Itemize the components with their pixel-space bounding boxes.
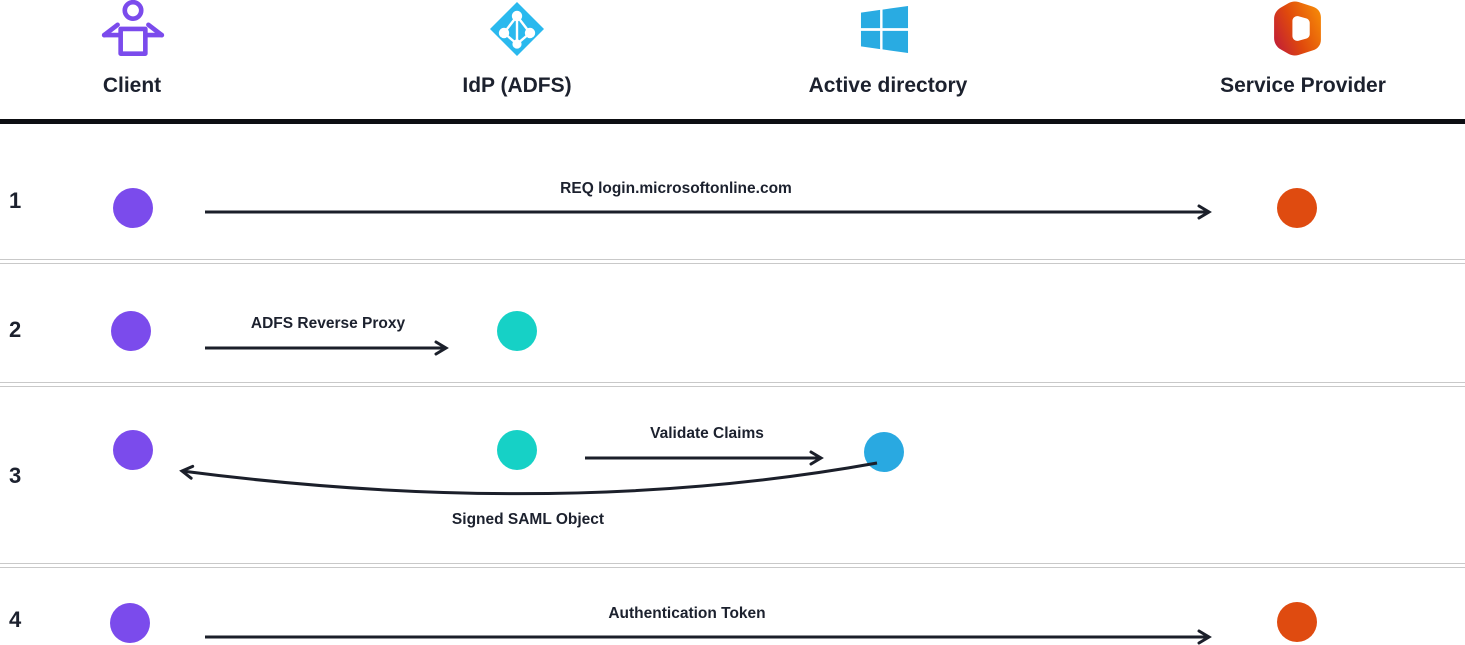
active-directory-node-row3 bbox=[864, 432, 904, 472]
idp-node-row3 bbox=[497, 430, 537, 470]
azure-ad-icon bbox=[490, 2, 544, 56]
row-separator bbox=[0, 259, 1465, 264]
client-node-row4 bbox=[110, 603, 150, 643]
lane-label-active-directory: Active directory bbox=[808, 74, 968, 97]
row-separator bbox=[0, 382, 1465, 387]
client-node-row3 bbox=[113, 430, 153, 470]
idp-node-row2 bbox=[497, 311, 537, 351]
lane-label-service-provider: Service Provider bbox=[1220, 74, 1386, 97]
message-label-req-login: REQ login.microsoftonline.com bbox=[560, 180, 792, 197]
step-number-4: 4 bbox=[9, 607, 22, 632]
row-separator bbox=[0, 563, 1465, 568]
lane-label-idp-adfs: IdP (ADFS) bbox=[462, 74, 572, 97]
client-node-row1 bbox=[113, 188, 153, 228]
message-label-authentication-token: Authentication Token bbox=[608, 605, 766, 622]
header-divider-rule bbox=[0, 119, 1465, 124]
client-node-row2 bbox=[111, 311, 151, 351]
message-label-signed-saml-object: Signed SAML Object bbox=[451, 511, 605, 528]
service-provider-node-row1 bbox=[1277, 188, 1317, 228]
message-label-adfs-reverse-proxy: ADFS Reverse Proxy bbox=[250, 315, 406, 332]
message-label-validate-claims: Validate Claims bbox=[650, 425, 764, 442]
windows-icon bbox=[860, 5, 909, 54]
lane-label-client: Client bbox=[102, 74, 162, 97]
step-number-2: 2 bbox=[9, 317, 22, 342]
client-unboxing-icon bbox=[101, 0, 165, 56]
office-365-icon bbox=[1274, 1, 1321, 56]
service-provider-node-row4 bbox=[1277, 602, 1317, 642]
arrow-signed-saml-object bbox=[179, 461, 878, 496]
step-number-3: 3 bbox=[9, 463, 22, 488]
step-number-1: 1 bbox=[9, 188, 22, 213]
